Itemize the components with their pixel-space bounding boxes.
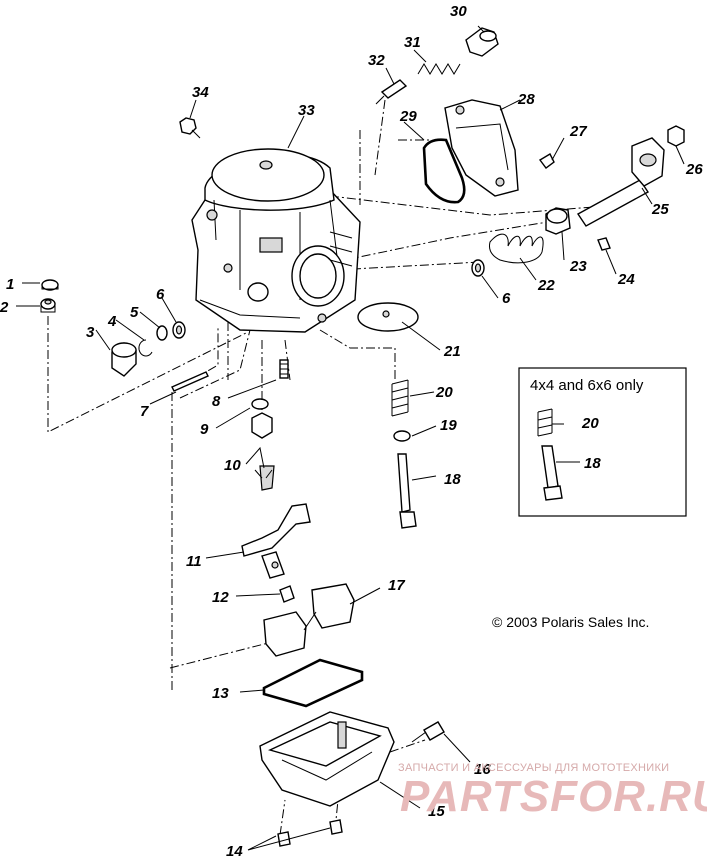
callout-16: 16 — [474, 761, 491, 778]
part-29-gasket — [422, 138, 466, 204]
part-22-spring — [489, 233, 544, 264]
watermark-brand: PARTSFOR.RU — [400, 772, 707, 821]
part-25-shaft — [576, 137, 665, 227]
part-17-float — [263, 583, 355, 657]
part-6-oring-right — [471, 259, 485, 277]
callout-18a: 18 — [444, 471, 461, 488]
part-8-jet — [279, 359, 289, 379]
part-30-fitting — [465, 27, 499, 57]
callout-33: 33 — [298, 102, 315, 119]
callout-8: 8 — [212, 393, 221, 410]
part-1-cap — [41, 279, 59, 291]
carburetor-body — [191, 148, 361, 333]
callout-11: 11 — [186, 553, 202, 570]
part-11-bracket — [241, 503, 311, 579]
inset-title: 4x4 and 6x6 only — [530, 377, 644, 394]
callout-25: 25 — [651, 201, 669, 218]
callout-27: 27 — [569, 123, 587, 140]
part-12-screw — [279, 585, 295, 603]
part-21-diaphragm-plate — [357, 302, 419, 332]
callout-22: 22 — [537, 277, 555, 294]
callout-9: 9 — [200, 421, 209, 438]
callout-2: 2 — [0, 299, 9, 316]
callout-17: 17 — [388, 577, 405, 594]
callout-34: 34 — [192, 84, 209, 101]
part-23-bushing — [545, 207, 571, 235]
part-7-pin — [171, 371, 209, 392]
part-2-washer — [40, 298, 56, 313]
callout-29: 29 — [399, 108, 417, 125]
inset-part-20-spring — [537, 408, 553, 437]
callout-20b: 20 — [581, 415, 599, 432]
callout-15: 15 — [428, 803, 445, 820]
callout-32: 32 — [368, 52, 385, 69]
callout-26: 26 — [685, 161, 703, 178]
part-5-ring — [156, 325, 168, 341]
part-34-screw — [179, 117, 201, 139]
callout-24: 24 — [617, 271, 635, 288]
part-32-needle — [375, 79, 408, 105]
part-26-plug — [667, 125, 685, 147]
callout-21: 21 — [443, 343, 461, 360]
callout-18b: 18 — [584, 455, 601, 472]
callout-31: 31 — [404, 34, 421, 51]
part-24-screw — [597, 237, 611, 251]
callout-7: 7 — [140, 403, 149, 420]
callout-10: 10 — [224, 457, 241, 474]
callout-20a: 20 — [435, 384, 453, 401]
part-6-oring-left — [172, 321, 186, 339]
watermark-tagline: ЗАПЧАСТИ И АКСЕССУАРЫ ДЛЯ МОТОТЕХНИКИ — [398, 762, 670, 774]
leader-lines — [16, 25, 685, 851]
part-15-float-bowl — [259, 711, 395, 807]
callout-6a: 6 — [156, 286, 165, 303]
callout-5: 5 — [130, 304, 139, 321]
callout-13: 13 — [212, 685, 229, 702]
callout-6b: 6 — [502, 290, 511, 307]
inset-part-18-needle — [541, 445, 563, 501]
inset-box: 4x4 and 6x6 only — [518, 367, 687, 517]
part-13-gasket — [262, 658, 364, 708]
part-27-screw — [538, 153, 555, 169]
callout-1: 1 — [6, 276, 14, 293]
part-20-spring — [391, 379, 409, 417]
part-28-cover — [444, 99, 519, 197]
part-18-needle — [397, 453, 417, 529]
callout-4: 4 — [107, 313, 117, 330]
part-9-oring — [251, 398, 269, 410]
part-10-valve — [251, 412, 275, 491]
callout-numbers: 1 2 3 4 5 6 7 8 9 10 11 12 13 14 15 16 1… — [0, 3, 703, 857]
callout-30: 30 — [450, 3, 467, 20]
callout-14: 14 — [226, 843, 243, 857]
callout-12: 12 — [212, 589, 229, 606]
part-19-washer — [393, 430, 411, 442]
part-3-cap — [111, 342, 137, 377]
callout-28: 28 — [517, 91, 535, 108]
part-31-spring — [417, 63, 461, 75]
part-16-screw — [411, 721, 445, 743]
callout-19: 19 — [440, 417, 457, 434]
copyright-notice: © 2003 Polaris Sales Inc. — [492, 614, 650, 630]
callout-23: 23 — [569, 258, 587, 275]
part-4-clip — [138, 339, 153, 357]
callout-3: 3 — [86, 324, 95, 341]
